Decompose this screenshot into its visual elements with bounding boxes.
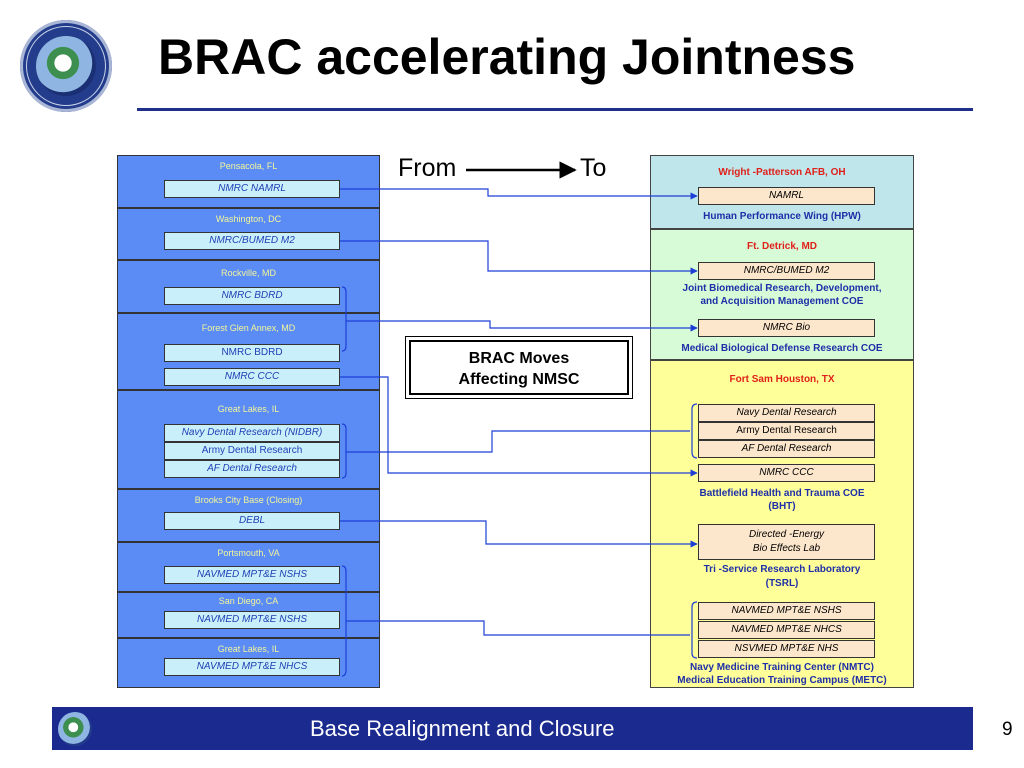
to-site-caption-nmtc: Navy Medicine Training Center (NMTC) — [690, 662, 874, 673]
to-unit-navmed-nshs: NAVMED MPT&E NSHS — [698, 602, 875, 620]
from-unit-af-dental-research: AF Dental Research — [164, 460, 340, 478]
slide-title: BRAC accelerating Jointness — [158, 29, 856, 85]
brac-callout-line2: Affecting NMSC — [458, 371, 580, 388]
bracket-dental-from — [341, 423, 347, 479]
from-unit-nmrc-bumed-m2: NMRC/BUMED M2 — [164, 232, 340, 250]
to-unit-nmrc-bumed-m2: NMRC/BUMED M2 — [698, 262, 875, 280]
connector-debl — [340, 520, 698, 548]
to-unit-navmed-nhcs: NAVMED MPT&E NHCS — [698, 621, 875, 639]
legend-from-label: From — [398, 154, 457, 182]
title-underline — [137, 108, 973, 111]
from-unit-nmrc-bdrd-rockville: NMRC BDRD — [164, 287, 340, 305]
footer-title: Base Realignment and Closure — [310, 716, 615, 741]
to-unit-nmrc-bio: NMRC Bio — [698, 319, 875, 337]
to-site-location: Fort Sam Houston, TX — [729, 374, 835, 385]
from-unit-navmed-nhcs: NAVMED MPT&E NHCS — [164, 658, 340, 676]
to-unit-nmrc-ccc: NMRC CCC — [698, 464, 875, 482]
brac-callout-line1: BRAC Moves — [468, 350, 570, 367]
site-location: San Diego, CA — [218, 596, 279, 606]
to-site-caption-hpw: Human Performance Wing (HPW) — [703, 211, 861, 222]
from-unit-nmrc-ccc: NMRC CCC — [164, 368, 340, 386]
to-unit-navy-dental-research: Navy Dental Research — [698, 404, 875, 422]
bracket-dental-to — [691, 403, 698, 459]
from-unit-navmed-nshs-san-diego: NAVMED MPT&E NSHS — [164, 611, 340, 629]
to-unit-namrl: NAMRL — [698, 187, 875, 205]
to-site-caption-mbdr: Medical Biological Defense Research COE — [681, 343, 883, 354]
from-unit-navy-dental-research: Navy Dental Research (NIDBR) — [164, 424, 340, 442]
from-unit-debl: DEBL — [164, 512, 340, 530]
to-site-caption-jbrd-1: Joint Biomedical Research, Development, — [682, 283, 882, 294]
site-location: Forest Glen Annex, MD — [201, 323, 296, 333]
to-site-caption-bht-2: (BHT) — [768, 501, 796, 512]
to-site-location: Wright -Patterson AFB, OH — [718, 167, 846, 178]
connector-namrl — [340, 188, 698, 200]
connector-dental — [346, 430, 690, 453]
from-unit-army-dental-research: Army Dental Research — [164, 442, 340, 460]
to-site-location: Ft. Detrick, MD — [746, 241, 817, 252]
to-site-caption-jbrd-2: and Acquisition Management COE — [700, 296, 864, 307]
connector-nmrc-bio — [346, 320, 698, 332]
to-site-caption-tsrl-1: Tri -Service Research Laboratory — [703, 564, 861, 575]
connector-nmrc-ccc — [340, 376, 698, 477]
connector-training — [346, 620, 690, 636]
to-unit-af-dental-research: AF Dental Research — [698, 440, 875, 458]
from-unit-navmed-nshs-portsmouth: NAVMED MPT&E NSHS — [164, 566, 340, 584]
site-location: Rockville, MD — [220, 268, 276, 278]
to-site-ft-detrick — [650, 229, 914, 360]
to-site-caption-tsrl-2: (TSRL) — [765, 578, 799, 589]
site-location: Washington, DC — [215, 214, 282, 224]
connector-bumed-m2 — [340, 240, 698, 275]
site-location: Pensacola, FL — [219, 161, 278, 171]
brac-moves-callout: BRAC Moves Affecting NMSC — [405, 336, 633, 399]
to-unit-directed-energy-line2: Bio Effects Lab — [752, 543, 821, 554]
site-location: Great Lakes, IL — [217, 404, 280, 414]
footer-seal-icon — [58, 712, 92, 746]
to-unit-directed-energy-lab: Directed -Energy Bio Effects Lab — [698, 524, 875, 560]
to-unit-nsvmed-nhs: NSVMED MPT&E NHS — [698, 640, 875, 658]
site-location: Brooks City Base (Closing) — [194, 495, 303, 505]
site-location: Great Lakes, IL — [217, 644, 280, 654]
bracket-bdrd — [341, 286, 347, 352]
to-unit-directed-energy-line1: Directed -Energy — [748, 529, 825, 540]
to-site-caption-bht-1: Battlefield Health and Trauma COE — [699, 488, 865, 499]
bracket-training-to — [691, 601, 698, 659]
to-unit-army-dental-research: Army Dental Research — [698, 422, 875, 440]
from-unit-nmrc-bdrd-forest-glen: NMRC BDRD — [164, 344, 340, 362]
bracket-training-from — [341, 565, 347, 677]
footer-bar — [52, 707, 973, 750]
legend-to-label: To — [580, 154, 607, 182]
page-number: 9 — [1002, 719, 1013, 740]
to-site-caption-metc: Medical Education Training Campus (METC) — [677, 675, 887, 686]
site-location: Portsmouth, VA — [217, 548, 280, 558]
navy-medicine-support-command-seal — [20, 20, 112, 112]
from-unit-nmrc-namrl: NMRC NAMRL — [164, 180, 340, 198]
